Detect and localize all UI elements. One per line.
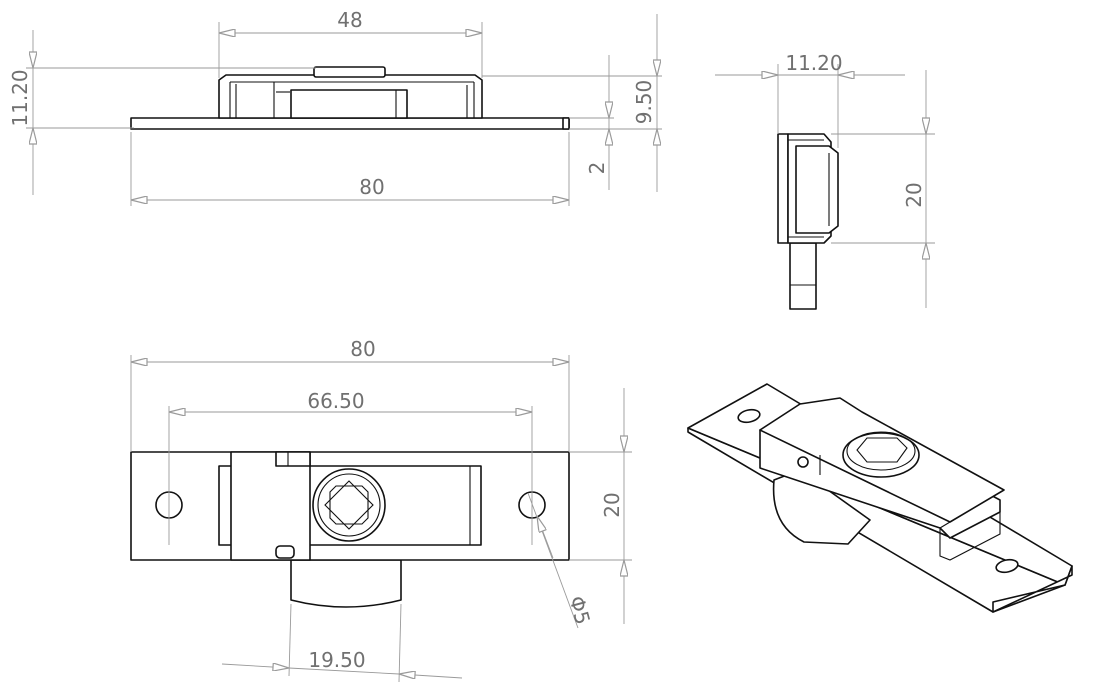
dimension-80-front: 80 [130,337,570,452]
top-elevation-view [130,66,570,130]
iso-pin [797,456,809,468]
base-plate-edge [130,117,570,130]
dimension-label-11-20-side: 11.20 [785,51,842,75]
dimension-label-9-50: 9.50 [632,80,656,125]
dimension-label-20-side: 20 [902,182,926,207]
slider-notch-top [275,451,311,467]
side-latch-body [795,145,839,234]
bolt-boss [312,468,386,542]
side-plate [777,133,789,244]
dimension-label-80-top: 80 [359,175,384,199]
side-view [777,133,839,310]
isometric-view [687,383,1073,613]
bolt-head-profile [313,66,386,78]
dimension-20-side: 20 [831,70,935,308]
iso-tab [772,469,871,545]
dimension-label-19-50: 19.50 [308,648,365,672]
iso-hole-right [995,558,1019,574]
dimension-80-top: 80 [130,132,570,206]
dimension-label-48: 48 [337,8,362,32]
dimension-66-50: 66.50 [168,389,533,545]
dimension-48: 48 [218,8,483,78]
dimension-19-50: 19.50 [221,603,463,683]
iso-hole-left [737,408,761,424]
square-drive-socket [324,480,374,530]
iso-plate-end [992,565,1073,613]
dimension-11-20-top: 11.20 [8,30,316,195]
dimension-label-11-20-top: 11.20 [8,69,32,126]
dimension-label-20-front: 20 [600,492,624,517]
dimension-20-front: 20 [569,388,632,624]
latch-body-profile [290,89,408,119]
dimension-2: 2 [569,55,614,190]
iso-square-socket [856,437,908,463]
side-tab [789,242,817,310]
dimension-label-66-50: 66.50 [307,389,364,413]
slider-pin [275,545,295,559]
dimension-diameter-5: Φ5 [527,492,595,629]
front-view [130,451,570,608]
front-tab [290,559,402,608]
dimension-label-2: 2 [585,162,609,175]
dimension-label-diameter-5: Φ5 [564,593,595,627]
plate-end-cap [562,117,570,130]
dimension-9-50: 9.50 [482,14,662,192]
dimension-label-80-front: 80 [350,337,375,361]
dimension-11-20-side: 11.20 [715,51,905,148]
slider-body [230,451,311,561]
